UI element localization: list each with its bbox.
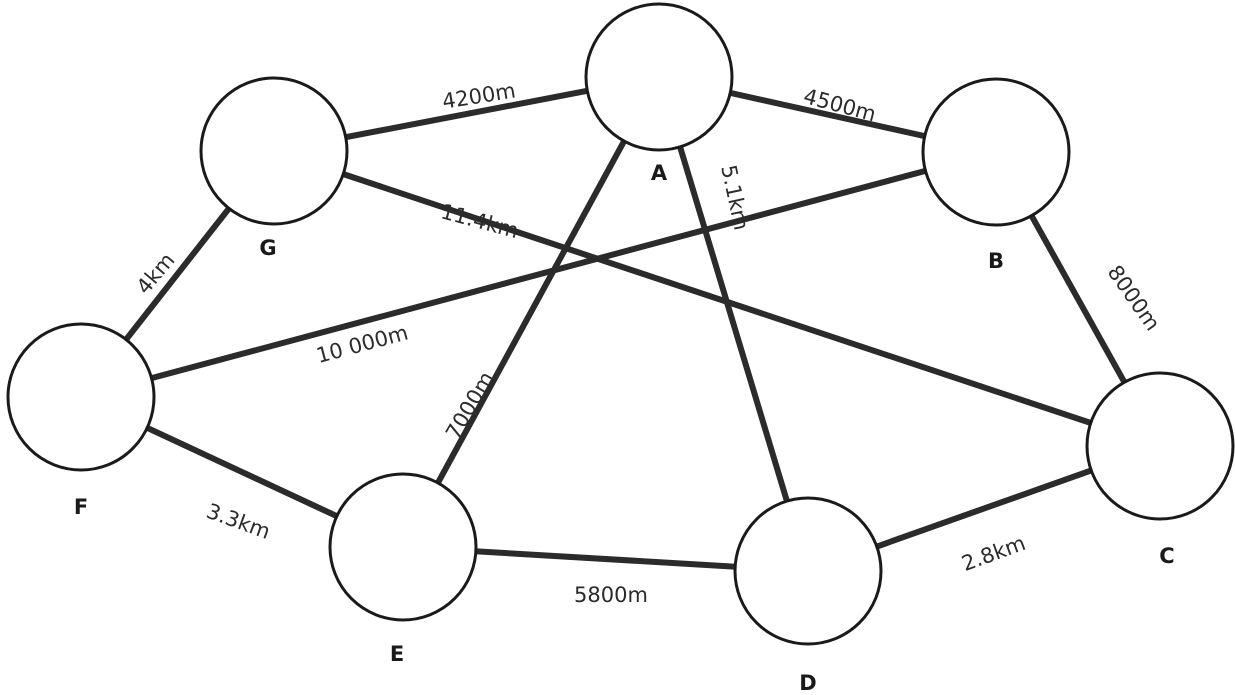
nodes-layer bbox=[6, 2, 1235, 646]
edge-label-f-g: 4km bbox=[132, 248, 180, 299]
edge-label-g-c: 11.4km bbox=[438, 199, 521, 243]
node-circle bbox=[584, 2, 734, 152]
node-label-f: F bbox=[74, 495, 88, 519]
node-f bbox=[6, 322, 156, 472]
node-label-c: C bbox=[1159, 544, 1174, 568]
node-e bbox=[328, 472, 478, 622]
edge-f-b bbox=[78, 149, 999, 400]
node-b bbox=[921, 77, 1071, 227]
node-circle bbox=[199, 76, 349, 226]
edge-a-e bbox=[400, 74, 662, 550]
edge-a-d bbox=[656, 74, 811, 574]
node-circle bbox=[733, 496, 883, 646]
edge-label-b-c: 8000m bbox=[1103, 261, 1165, 335]
edge-label-e-d: 5800m bbox=[574, 583, 648, 607]
node-label-e: E bbox=[390, 642, 404, 666]
edge-label-a-d: 5.1km bbox=[716, 163, 753, 233]
node-circle bbox=[328, 472, 478, 622]
edge-label-f-b: 10 000m bbox=[314, 320, 411, 367]
node-circle bbox=[921, 77, 1071, 227]
node-label-g: G bbox=[259, 236, 276, 260]
node-label-a: A bbox=[651, 161, 668, 185]
node-label-b: B bbox=[988, 249, 1004, 273]
node-d bbox=[733, 496, 883, 646]
node-a bbox=[584, 2, 734, 152]
node-g bbox=[199, 76, 349, 226]
node-c bbox=[1085, 371, 1235, 521]
edge-g-c bbox=[271, 148, 1163, 449]
node-circle bbox=[1085, 371, 1235, 521]
edge-label-a-e: 7000m bbox=[441, 367, 499, 443]
node-circle bbox=[6, 322, 156, 472]
edge-label-f-e: 3.3km bbox=[203, 499, 273, 544]
edge-label-d-c: 2.8km bbox=[958, 531, 1028, 576]
node-label-d: D bbox=[799, 671, 816, 695]
